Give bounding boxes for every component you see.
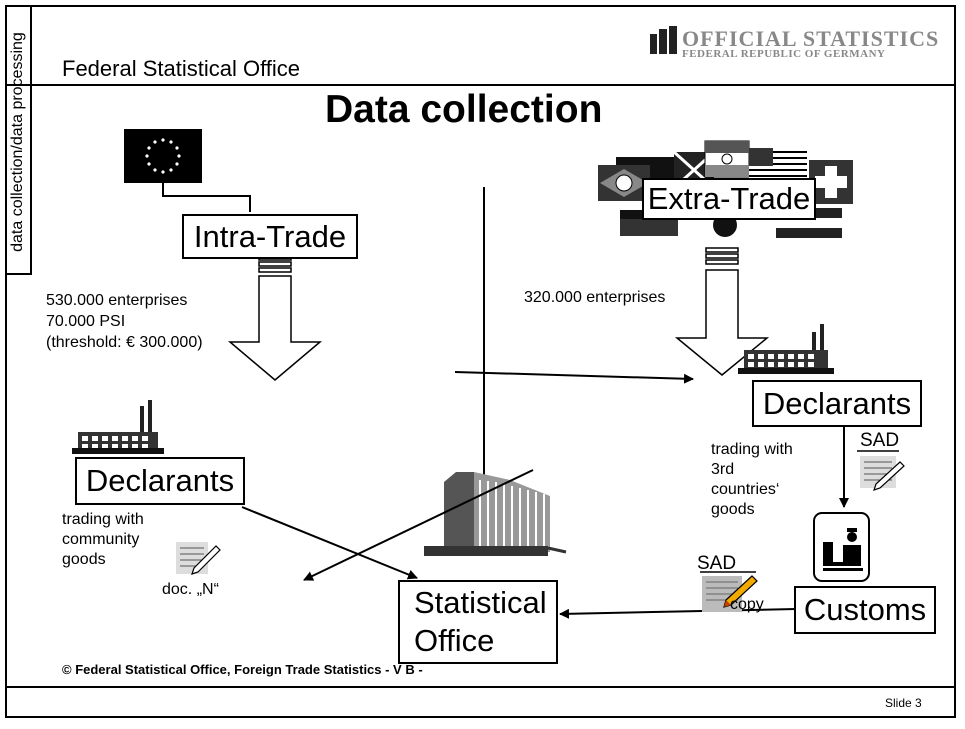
intra-goods-line2: community xyxy=(62,531,140,548)
intra-trade-label: Intra-Trade xyxy=(193,218,347,254)
sad-copy-label: SAD xyxy=(697,553,737,574)
copy-label: copy xyxy=(730,596,764,613)
customs-label: Customs xyxy=(803,592,927,627)
slide-number: Slide 3 xyxy=(885,696,922,710)
customs-box: Customs xyxy=(794,586,936,634)
slide-frame xyxy=(5,5,956,718)
extra-goods-line3: countries‘ xyxy=(711,481,780,498)
sidebar-tab: data collection/data processing xyxy=(5,5,32,275)
logo-title: OFFICIAL STATISTICS xyxy=(682,26,940,51)
intra-goods-line1: trading with xyxy=(62,511,144,528)
footer-divider xyxy=(5,686,956,688)
intra-psi: 70.000 PSI xyxy=(46,313,126,330)
copyright-notice: © Federal Statistical Office, Foreign Tr… xyxy=(62,662,423,677)
intra-threshold: (threshold: € 300.000) xyxy=(46,334,203,351)
declarants-label: Declarants xyxy=(762,385,912,421)
intra-declarants-box: Declarants xyxy=(75,457,245,505)
office-building-icon xyxy=(424,472,567,556)
intra-enterprises: 530.000 enterprises xyxy=(46,292,188,309)
intra-goods-line3: goods xyxy=(62,551,106,568)
extra-declarants-box: Declarants xyxy=(752,380,922,427)
org-name: Federal Statistical Office xyxy=(62,56,301,81)
intra-trade-box: Intra-Trade xyxy=(182,214,358,259)
intra-flow-arrow xyxy=(227,255,323,381)
statistical-office-box: Statistical Office xyxy=(398,580,558,664)
document-pencil-icon xyxy=(857,450,905,491)
office-line2: Office xyxy=(414,623,495,658)
factory-icon xyxy=(738,324,834,374)
logo-subtitle: FEDERAL REPUBLIC OF GERMANY xyxy=(682,48,886,60)
doc-n-label: doc. „N“ xyxy=(162,581,219,598)
extra-goods-line1: trading with xyxy=(711,441,793,458)
eu-flag-icon xyxy=(124,129,202,183)
official-statistics-logo: OFFICIAL STATISTICS FEDERAL REPUBLIC OF … xyxy=(650,26,945,66)
customs-officer-icon xyxy=(813,512,870,582)
extra-trade-label: Extra-Trade xyxy=(647,181,811,216)
sad-label: SAD xyxy=(860,430,900,451)
extra-goods-line2: 3rd xyxy=(711,461,735,478)
declarants-label: Declarants xyxy=(85,463,235,498)
extra-enterprises: 320.000 enterprises xyxy=(524,289,666,306)
extra-goods-line4: goods xyxy=(711,501,755,518)
office-line1: Statistical xyxy=(414,585,547,620)
header-divider xyxy=(5,84,956,86)
document-pencil-icon xyxy=(176,542,221,575)
page-title: Data collection xyxy=(325,88,603,131)
document-pencil-icon xyxy=(700,571,758,612)
factory-icon xyxy=(72,400,164,454)
extra-trade-box: Extra-Trade xyxy=(642,178,816,220)
